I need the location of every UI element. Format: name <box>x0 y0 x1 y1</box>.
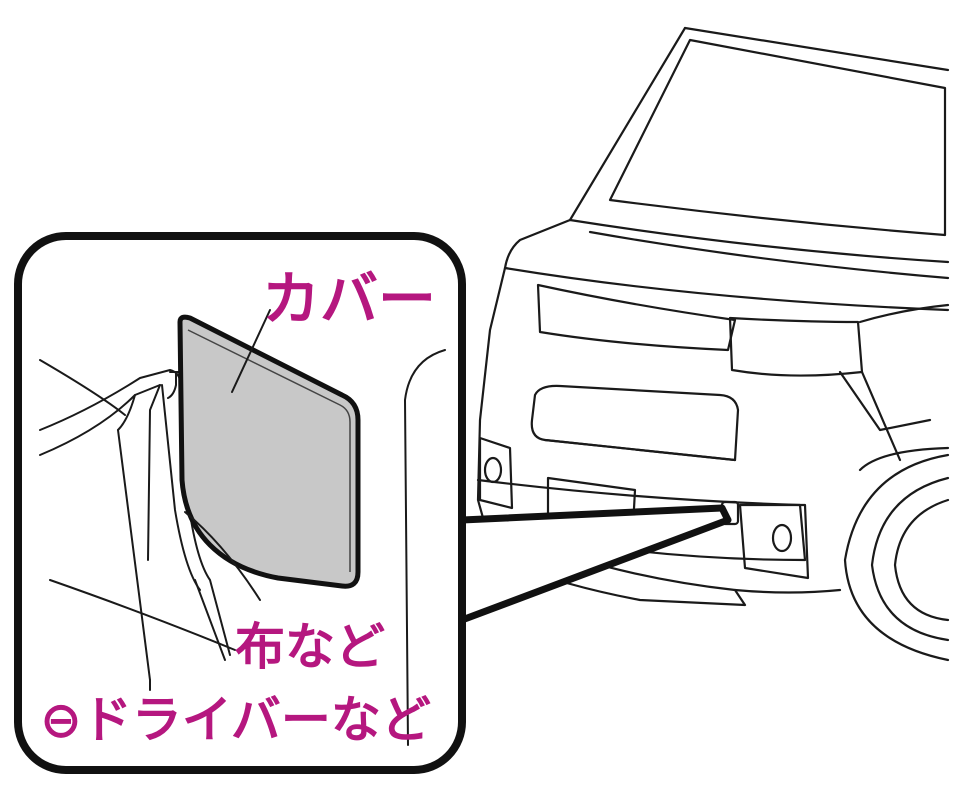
a-pillar <box>568 26 687 222</box>
car-outline <box>476 26 950 662</box>
tow-hook-cover <box>177 314 361 589</box>
hand-lower-edge <box>39 384 161 456</box>
hood-top-line <box>568 218 950 264</box>
headlight-right <box>728 316 864 377</box>
grille-inner-line <box>543 438 737 462</box>
hand-contour-top <box>39 359 126 416</box>
fascia-top <box>503 266 950 312</box>
cloth-tip <box>167 371 177 399</box>
tire-inner <box>870 476 950 642</box>
hand-upper-edge <box>39 369 181 431</box>
leader-cover <box>231 309 271 393</box>
fender-edge <box>860 370 902 462</box>
fender-top <box>858 303 950 324</box>
wheel-rim <box>893 498 950 622</box>
screwdriver-shaft-left <box>117 429 151 681</box>
fog-recess-right <box>738 503 810 580</box>
windshield <box>608 38 947 237</box>
wheel-arch <box>858 446 950 472</box>
bumper-lower-right <box>733 588 842 594</box>
tire-outer <box>843 453 950 662</box>
label-screwdriver: ⊖ドライバーなど <box>40 691 431 749</box>
fog-lamp-left <box>483 456 503 484</box>
label-cover: カバー <box>262 265 437 333</box>
hood-left <box>503 218 572 270</box>
tow-hook-cover-rim <box>187 329 351 572</box>
callout-content <box>39 349 446 746</box>
leader-lines <box>149 309 271 691</box>
body-panel-edge <box>404 349 446 746</box>
front-left-edge <box>476 266 507 527</box>
leader-cloth <box>184 511 261 601</box>
label-cloth: 布など <box>235 618 385 676</box>
hood-crease <box>588 230 950 280</box>
fog-recess-left <box>478 436 514 510</box>
roof-line <box>683 26 950 72</box>
callout-pointer <box>460 504 732 624</box>
cloth-fold-left <box>147 384 161 561</box>
fog-lamp-right <box>771 523 793 553</box>
cloth-tail <box>194 579 226 661</box>
upper-grille <box>530 384 740 462</box>
finger-line <box>117 394 136 431</box>
bumper-contour <box>49 579 236 651</box>
fender-crease <box>838 370 932 432</box>
